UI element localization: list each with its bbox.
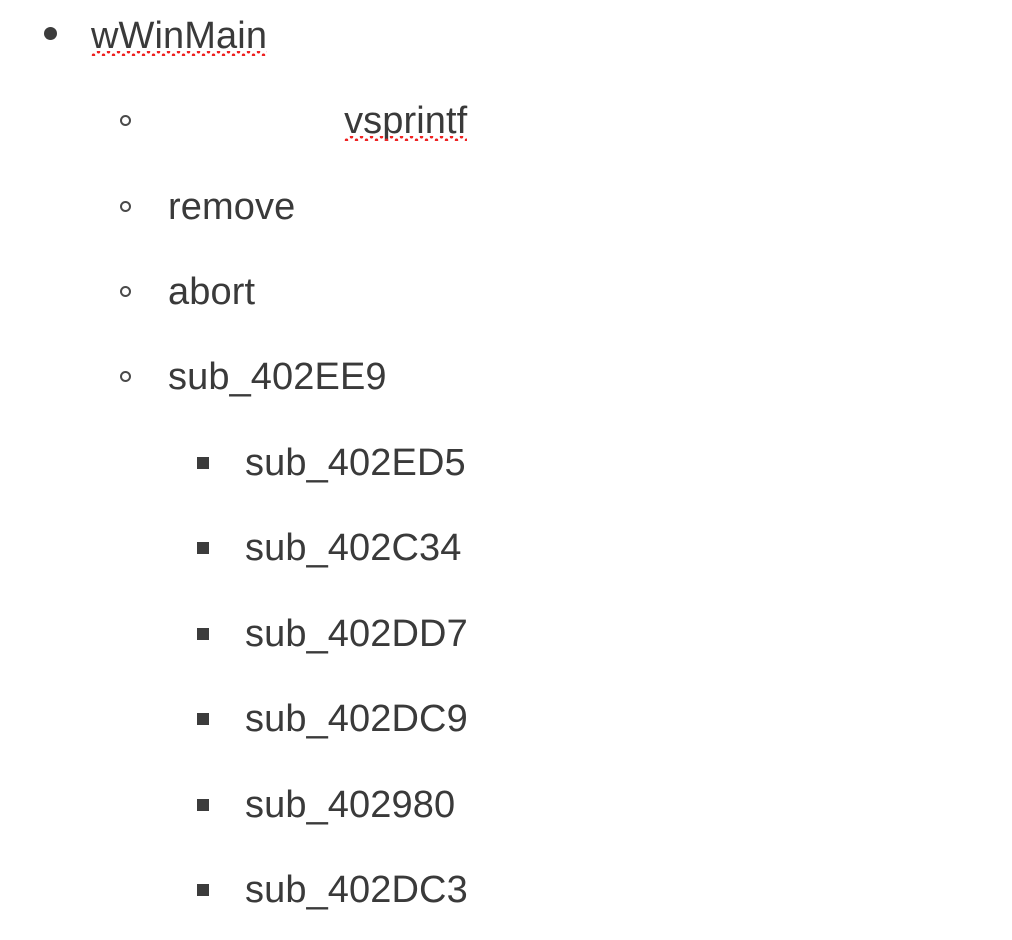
bullet-square-icon: [197, 713, 209, 725]
list-item-label: abort: [168, 271, 256, 313]
list-item-label: sub_402EE9: [168, 356, 387, 398]
bullet-circle-icon: [120, 115, 131, 126]
bullet-square-icon: [197, 799, 209, 811]
list-item-label: wWinMain: [91, 15, 268, 57]
bullet-square-icon: [197, 884, 209, 896]
list-item-label: sub_402C34: [245, 527, 462, 569]
list-item-label: vsprintf: [344, 100, 468, 142]
bullet-circle-icon: [120, 371, 131, 382]
list-item-label: sub_402ED5: [245, 442, 466, 484]
list-item-label: sub_402DC3: [245, 869, 468, 911]
bullet-circle-icon: [120, 286, 131, 297]
bullet-disc-icon: [44, 27, 57, 40]
list-item-label: sub_402DD7: [245, 613, 468, 655]
list-item-label: sub_402980: [245, 784, 456, 826]
list-item-label: sub_402DC9: [245, 698, 468, 740]
bullet-square-icon: [197, 628, 209, 640]
bullet-square-icon: [197, 457, 209, 469]
bullet-circle-icon: [120, 201, 131, 212]
list-item-label: remove: [168, 186, 296, 228]
bullet-square-icon: [197, 542, 209, 554]
